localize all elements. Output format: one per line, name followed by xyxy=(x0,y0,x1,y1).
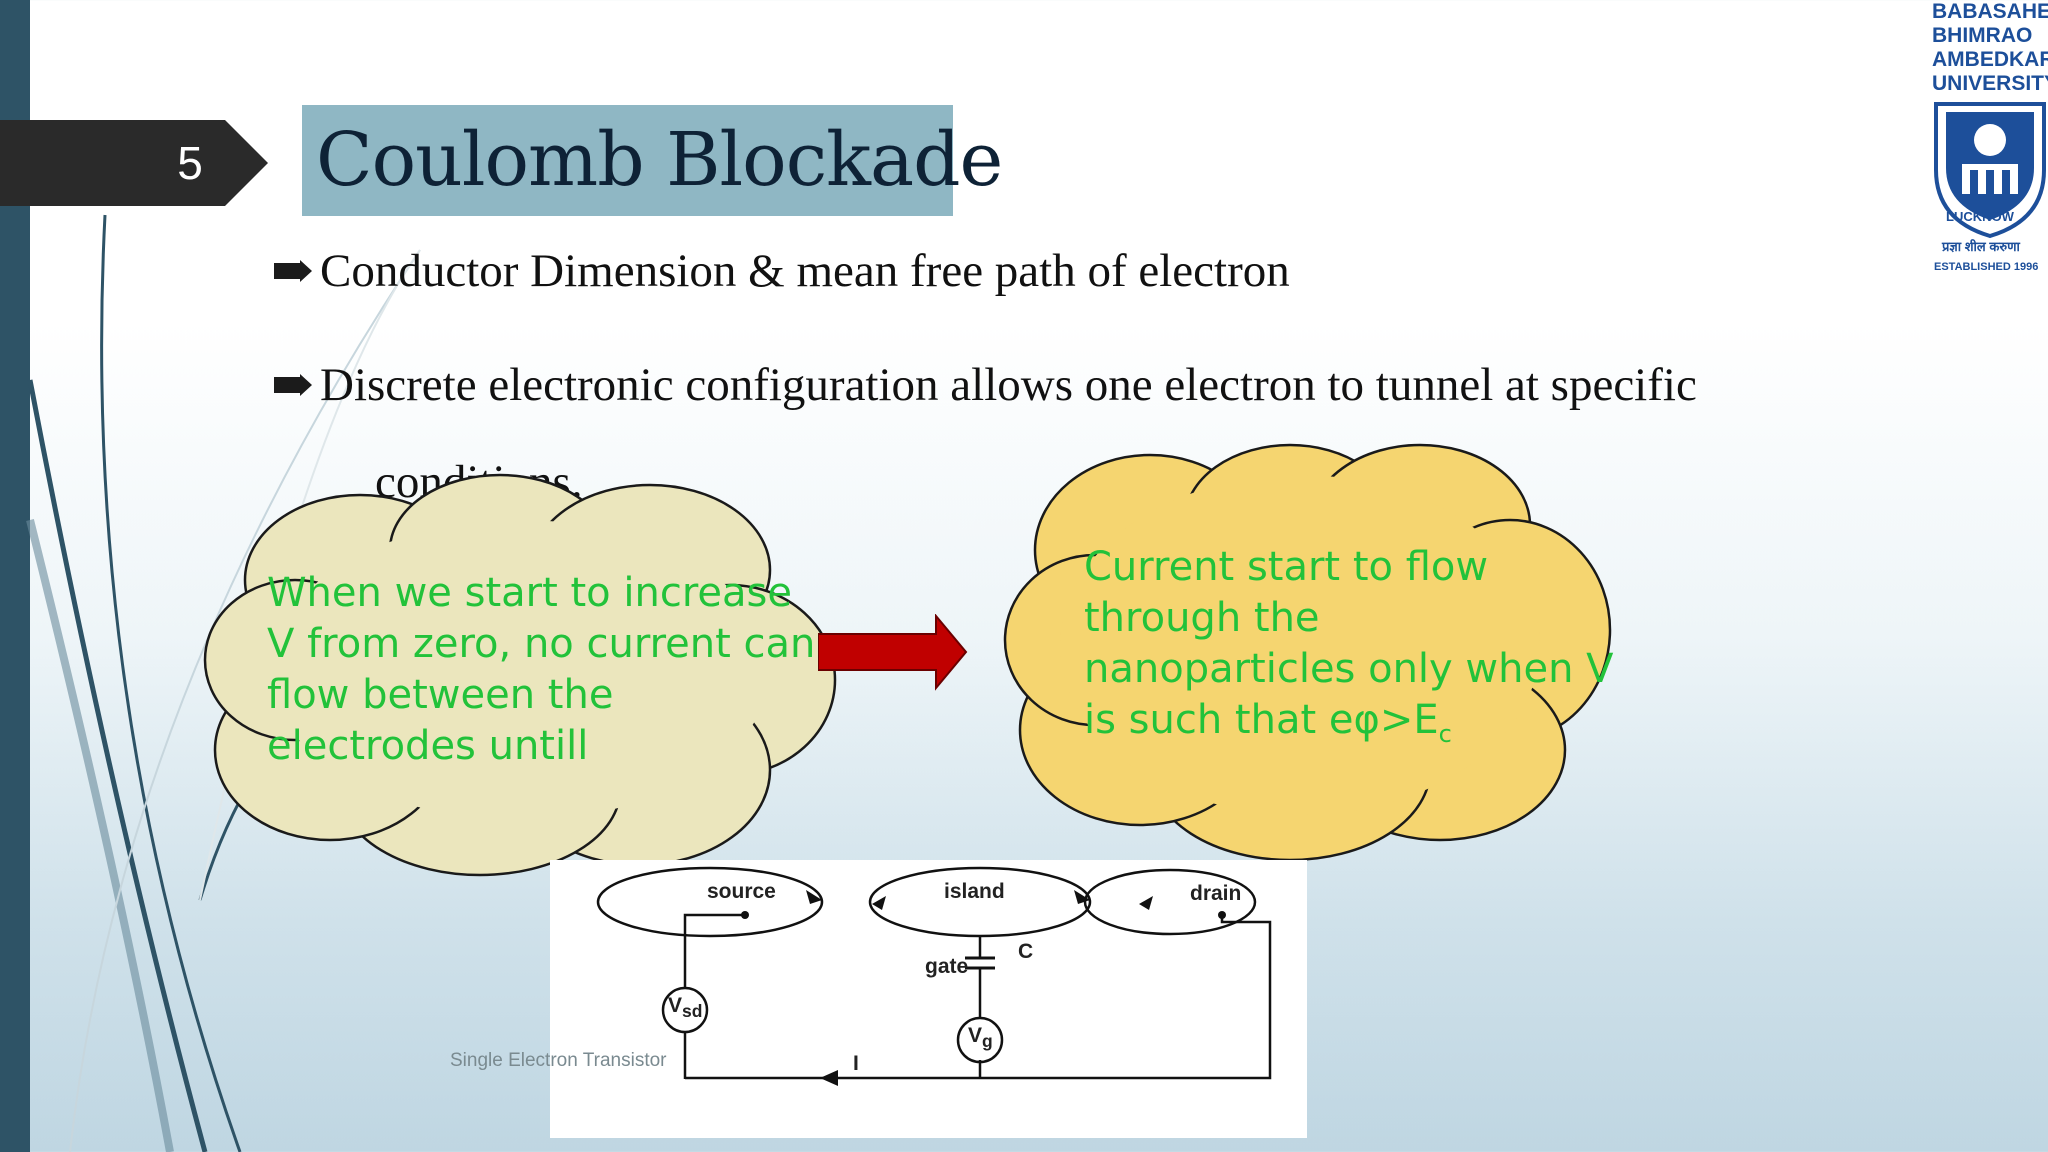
cloud-right-text: Current start to flow through the nanopa… xyxy=(1084,542,1614,760)
vg-label: Vg xyxy=(968,1024,993,1052)
slide-footer: Single Electron Transistor xyxy=(450,1050,667,1071)
bullet-item: Conductor Dimension & mean free path of … xyxy=(274,244,1290,298)
logo-text-line: BHIMRAO xyxy=(1932,24,2033,47)
cloud-right-line: Current start to flow xyxy=(1084,544,1489,590)
bullet-text: Conductor Dimension & mean free path of … xyxy=(320,245,1290,297)
gate-label: gate xyxy=(925,955,969,978)
slide-number: 5 xyxy=(177,137,203,189)
logo-seal-text: LUCKNOW xyxy=(1946,209,2014,224)
cloud-right-last-line: is such that eφ>E xyxy=(1084,697,1439,743)
slide-title: Coulomb Blockade xyxy=(316,117,1003,203)
circuit-diagram: source island drain gate C Vsd Vg I xyxy=(550,860,1307,1138)
right-arrow-icon xyxy=(818,614,968,691)
subscript-c: c xyxy=(1438,720,1452,748)
circuit-drawing xyxy=(596,866,1272,1086)
drain-label: drain xyxy=(1190,882,1242,905)
cloud-right-line: nanoparticles only when V xyxy=(1084,646,1614,692)
cloud-right-line: through the xyxy=(1084,595,1320,641)
slide-number-tab xyxy=(0,120,268,206)
university-seal-icon xyxy=(1934,102,2046,239)
bullet-arrow-icon xyxy=(274,374,312,396)
bullet-text: Discrete electronic configuration allows… xyxy=(320,359,1697,411)
logo-text-line: AMBEDKAR xyxy=(1932,48,2048,71)
cloud-left-line: V from zero, no current can xyxy=(267,621,816,667)
cloud-left-line: electrodes untill xyxy=(267,723,589,769)
logo-established: ESTABLISHED 1996 xyxy=(1934,261,2039,273)
source-label: source xyxy=(707,880,776,903)
cloud-left-line: flow between the xyxy=(267,672,614,718)
bullet-arrow-icon xyxy=(274,260,312,282)
cloud-left-line: When we start to increase xyxy=(267,570,792,616)
island-label: island xyxy=(944,880,1005,903)
cloud-callout-left xyxy=(203,473,837,877)
logo-motto: प्रज्ञा शील करुणा xyxy=(1942,239,2020,254)
capacitor-label: C xyxy=(1018,940,1034,963)
cloud-left-text: When we start to increase V from zero, n… xyxy=(267,568,815,772)
title-background xyxy=(302,105,953,216)
logo-text-line: UNIVERSITY xyxy=(1932,72,2048,95)
cloud-right-line: is such that eφ>Ec xyxy=(1084,695,1614,760)
vsd-label: Vsd xyxy=(668,994,703,1022)
current-label: I xyxy=(853,1052,859,1075)
cloud-callout-right xyxy=(1003,443,1612,862)
bullet-item: Discrete electronic configuration allows… xyxy=(274,358,1697,412)
